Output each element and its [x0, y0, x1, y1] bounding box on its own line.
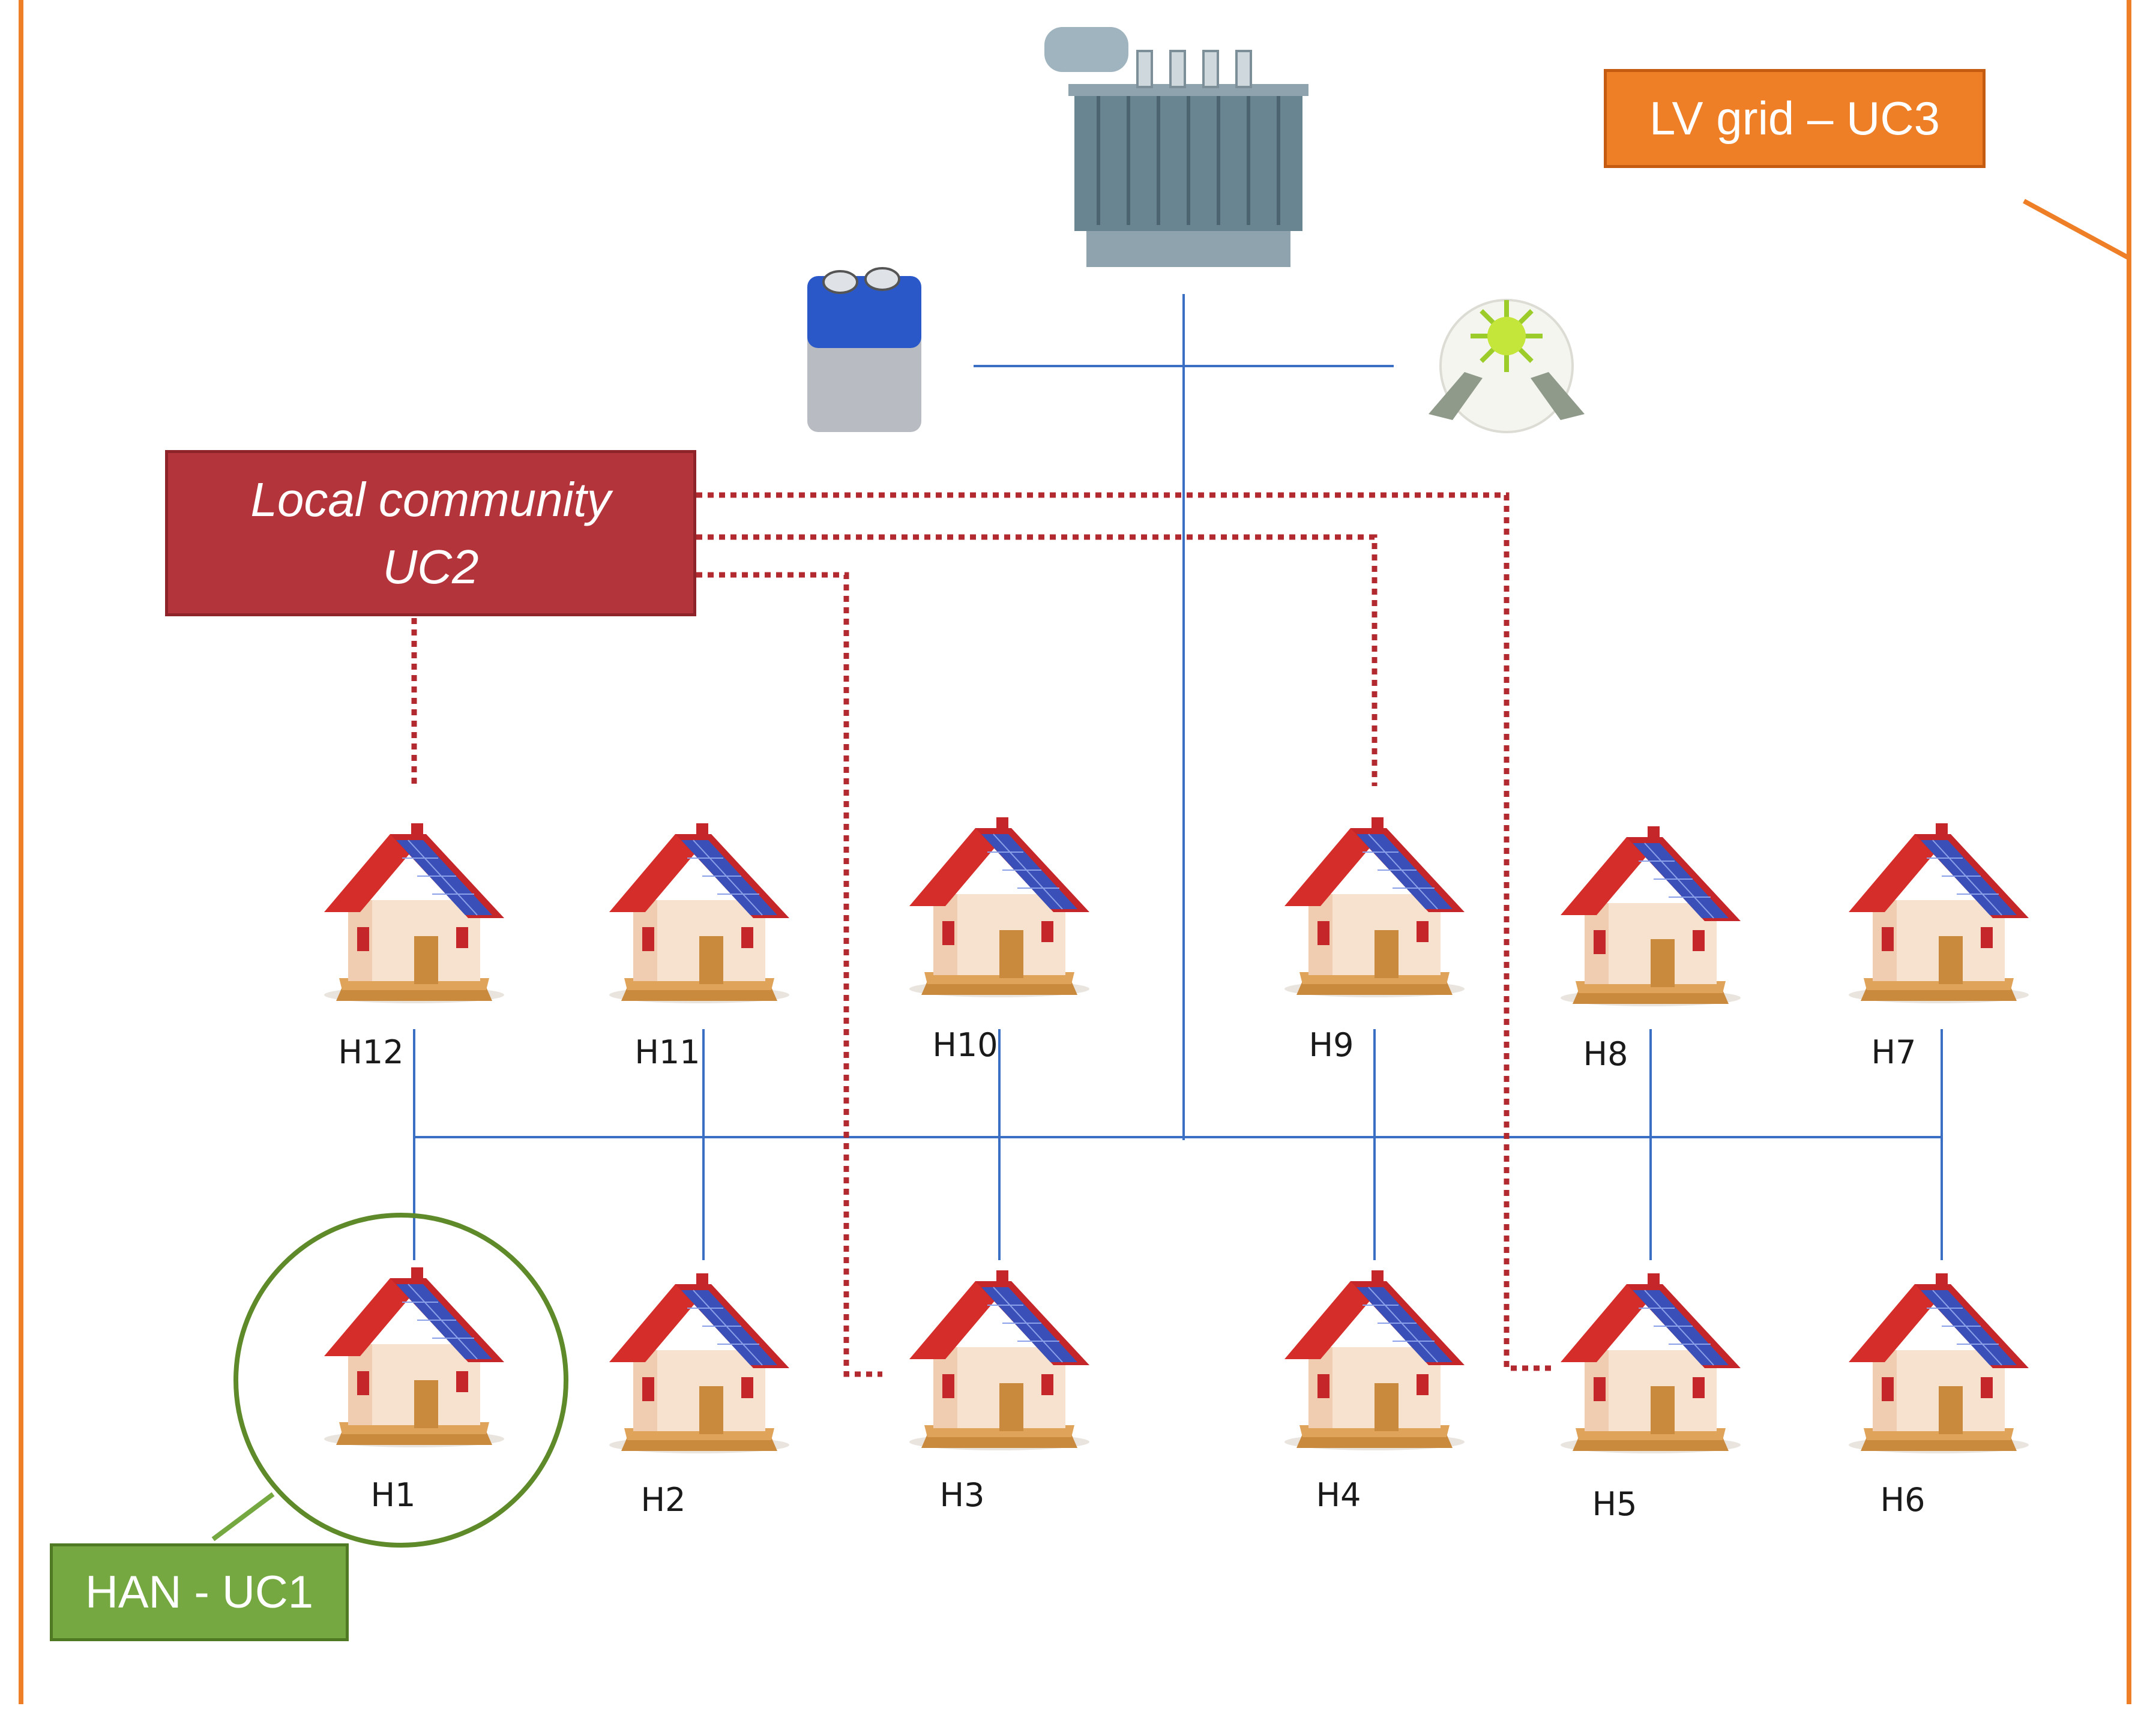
house-label-h10: H10 — [932, 1026, 998, 1064]
house-label-h1: H1 — [370, 1476, 416, 1514]
house-h1-icon — [324, 1267, 505, 1448]
house-h12-icon — [324, 823, 505, 1004]
han-pointer-line — [211, 1492, 275, 1542]
lv-grid-label: LV grid – UC3 — [1649, 92, 1941, 145]
house-label-h9: H9 — [1308, 1026, 1354, 1064]
house-h11-icon — [609, 823, 790, 1004]
han-label-box: HAN - UC1 — [50, 1543, 349, 1641]
local-community-title: Local community — [250, 472, 611, 526]
house-h2-icon — [609, 1273, 790, 1454]
house-h10-icon — [909, 817, 1090, 998]
battery-icon — [807, 267, 921, 432]
house-h5-icon — [1560, 1273, 1741, 1454]
house-label-h2: H2 — [640, 1481, 686, 1519]
house-label-h3: H3 — [939, 1476, 985, 1514]
house-h3-icon — [909, 1270, 1090, 1451]
house-label-h5: H5 — [1592, 1485, 1637, 1523]
house-label-h8: H8 — [1583, 1035, 1628, 1073]
transformer-icon — [1044, 27, 1308, 267]
house-label-h4: H4 — [1316, 1476, 1361, 1514]
han-label: HAN - UC1 — [85, 1567, 314, 1618]
house-h7-icon — [1848, 823, 2029, 1004]
lv-grid-lines — [413, 294, 1943, 1260]
house-h4-icon — [1284, 1270, 1465, 1451]
han-circle — [233, 1213, 568, 1548]
house-label-h7: H7 — [1871, 1033, 1917, 1071]
lv-pointer-line — [2023, 199, 2130, 260]
house-h9-icon — [1284, 817, 1465, 998]
local-community-subtitle: UC2 — [382, 539, 479, 593]
house-label-h11: H11 — [634, 1033, 700, 1071]
house-label-h6: H6 — [1880, 1481, 1926, 1519]
community-lines — [411, 492, 1555, 1377]
house-label-h12: H12 — [338, 1033, 404, 1071]
solar-panel-icon — [1429, 299, 1585, 433]
local-community-box: Local community UC2 — [165, 450, 696, 616]
house-h6-icon — [1848, 1273, 2029, 1454]
lv-grid-label-box: LV grid – UC3 — [1604, 69, 1986, 168]
house-h8-icon — [1560, 826, 1741, 1007]
